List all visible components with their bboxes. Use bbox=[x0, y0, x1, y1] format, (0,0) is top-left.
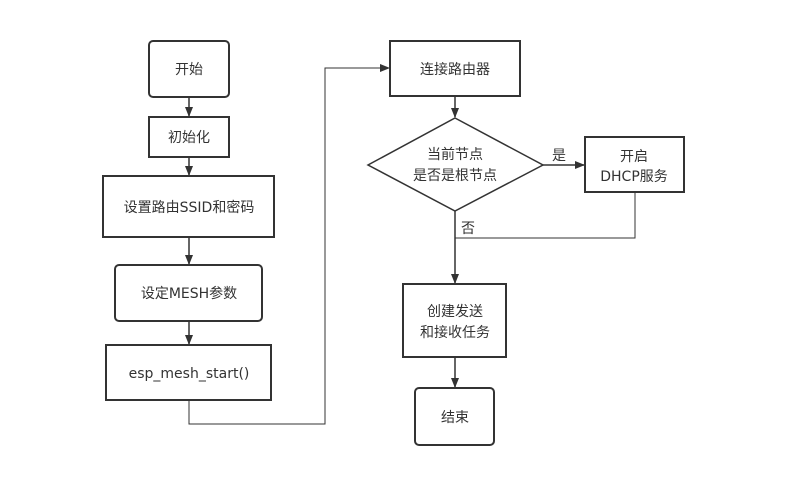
node-end bbox=[414, 387, 495, 446]
edge-label-yes: 是 bbox=[552, 148, 566, 164]
node-connect-router bbox=[389, 40, 521, 97]
node-is-root-label-2: 是否是根节点 bbox=[413, 168, 497, 184]
node-mesh-start bbox=[105, 344, 272, 401]
node-start-label: 开始 bbox=[175, 62, 203, 78]
node-create-tasks bbox=[402, 283, 507, 358]
node-set-mesh-label: 设定MESH参数 bbox=[141, 285, 237, 302]
node-end-label: 结束 bbox=[441, 410, 469, 426]
node-dhcp-label-2: DHCP服务 bbox=[600, 169, 668, 185]
edge-label-no: 否 bbox=[461, 221, 475, 237]
node-create-tasks-label-2: 和接收任务 bbox=[420, 324, 490, 341]
node-dhcp bbox=[584, 136, 685, 193]
node-start bbox=[148, 40, 230, 98]
edge-start-connect bbox=[188, 64, 390, 425]
node-dhcp-label-1: 开启 bbox=[620, 149, 648, 165]
node-is-root bbox=[366, 117, 545, 212]
node-set-mesh bbox=[114, 264, 263, 322]
node-set-ssid bbox=[102, 175, 275, 238]
node-set-ssid-label: 设置路由SSID和密码 bbox=[124, 199, 255, 216]
node-mesh-start-label: esp_mesh_start() bbox=[129, 366, 250, 382]
node-create-tasks-label-1: 创建发送 bbox=[427, 304, 483, 320]
edge-dhcp-merge bbox=[455, 192, 636, 239]
node-connect-router-label: 连接路由器 bbox=[420, 61, 490, 78]
node-init-label: 初始化 bbox=[168, 129, 210, 146]
node-init bbox=[148, 116, 230, 158]
node-is-root-label-1: 当前节点 bbox=[427, 146, 483, 163]
